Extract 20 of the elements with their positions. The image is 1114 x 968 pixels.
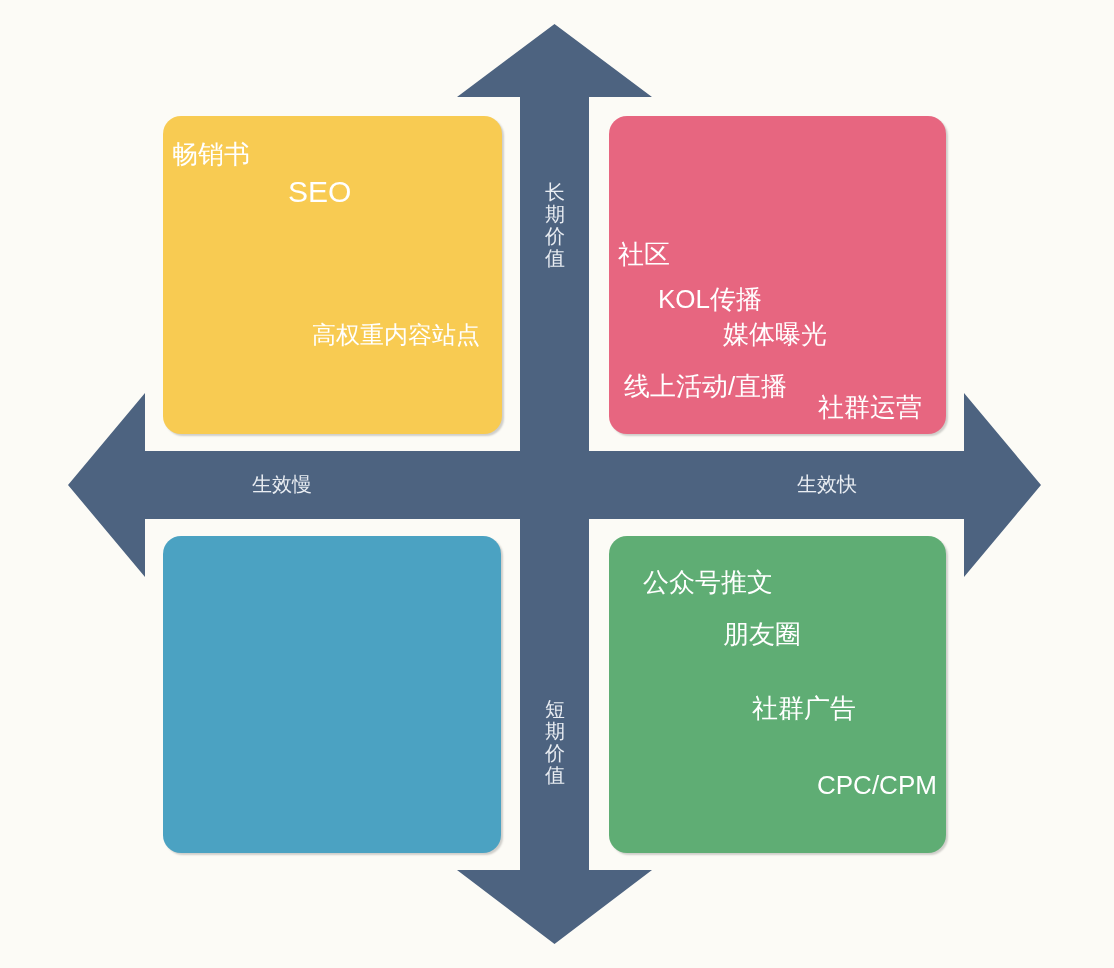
channel-label: 媒体曝光 [723,319,827,351]
channel-label: 社群广告 [752,693,856,725]
channel-label: 线上活动/直播 [624,371,788,403]
channel-label: 高权重内容站点 [312,320,480,350]
channel-label: 公众号推文 [643,567,773,599]
axis-label: 长期价值 [544,181,565,269]
axis-label: 短期价值 [544,698,565,786]
quadrant-panel [163,116,502,434]
channel-label: 朋友圈 [723,619,801,651]
quadrant-panel [609,116,946,434]
channel-label: CPC/CPM [817,770,937,802]
channel-label: KOL传播 [658,284,763,316]
axis-label: 生效快 [797,472,857,496]
channel-label: 社群运营 [818,392,922,424]
axis-label: 生效慢 [252,472,312,496]
channel-label: 畅销书 [172,139,250,171]
channel-label: 社区 [618,239,670,271]
empty-quadrant-panel [163,536,501,853]
channel-label: SEO [288,174,352,210]
quadrant-panel [609,536,946,853]
